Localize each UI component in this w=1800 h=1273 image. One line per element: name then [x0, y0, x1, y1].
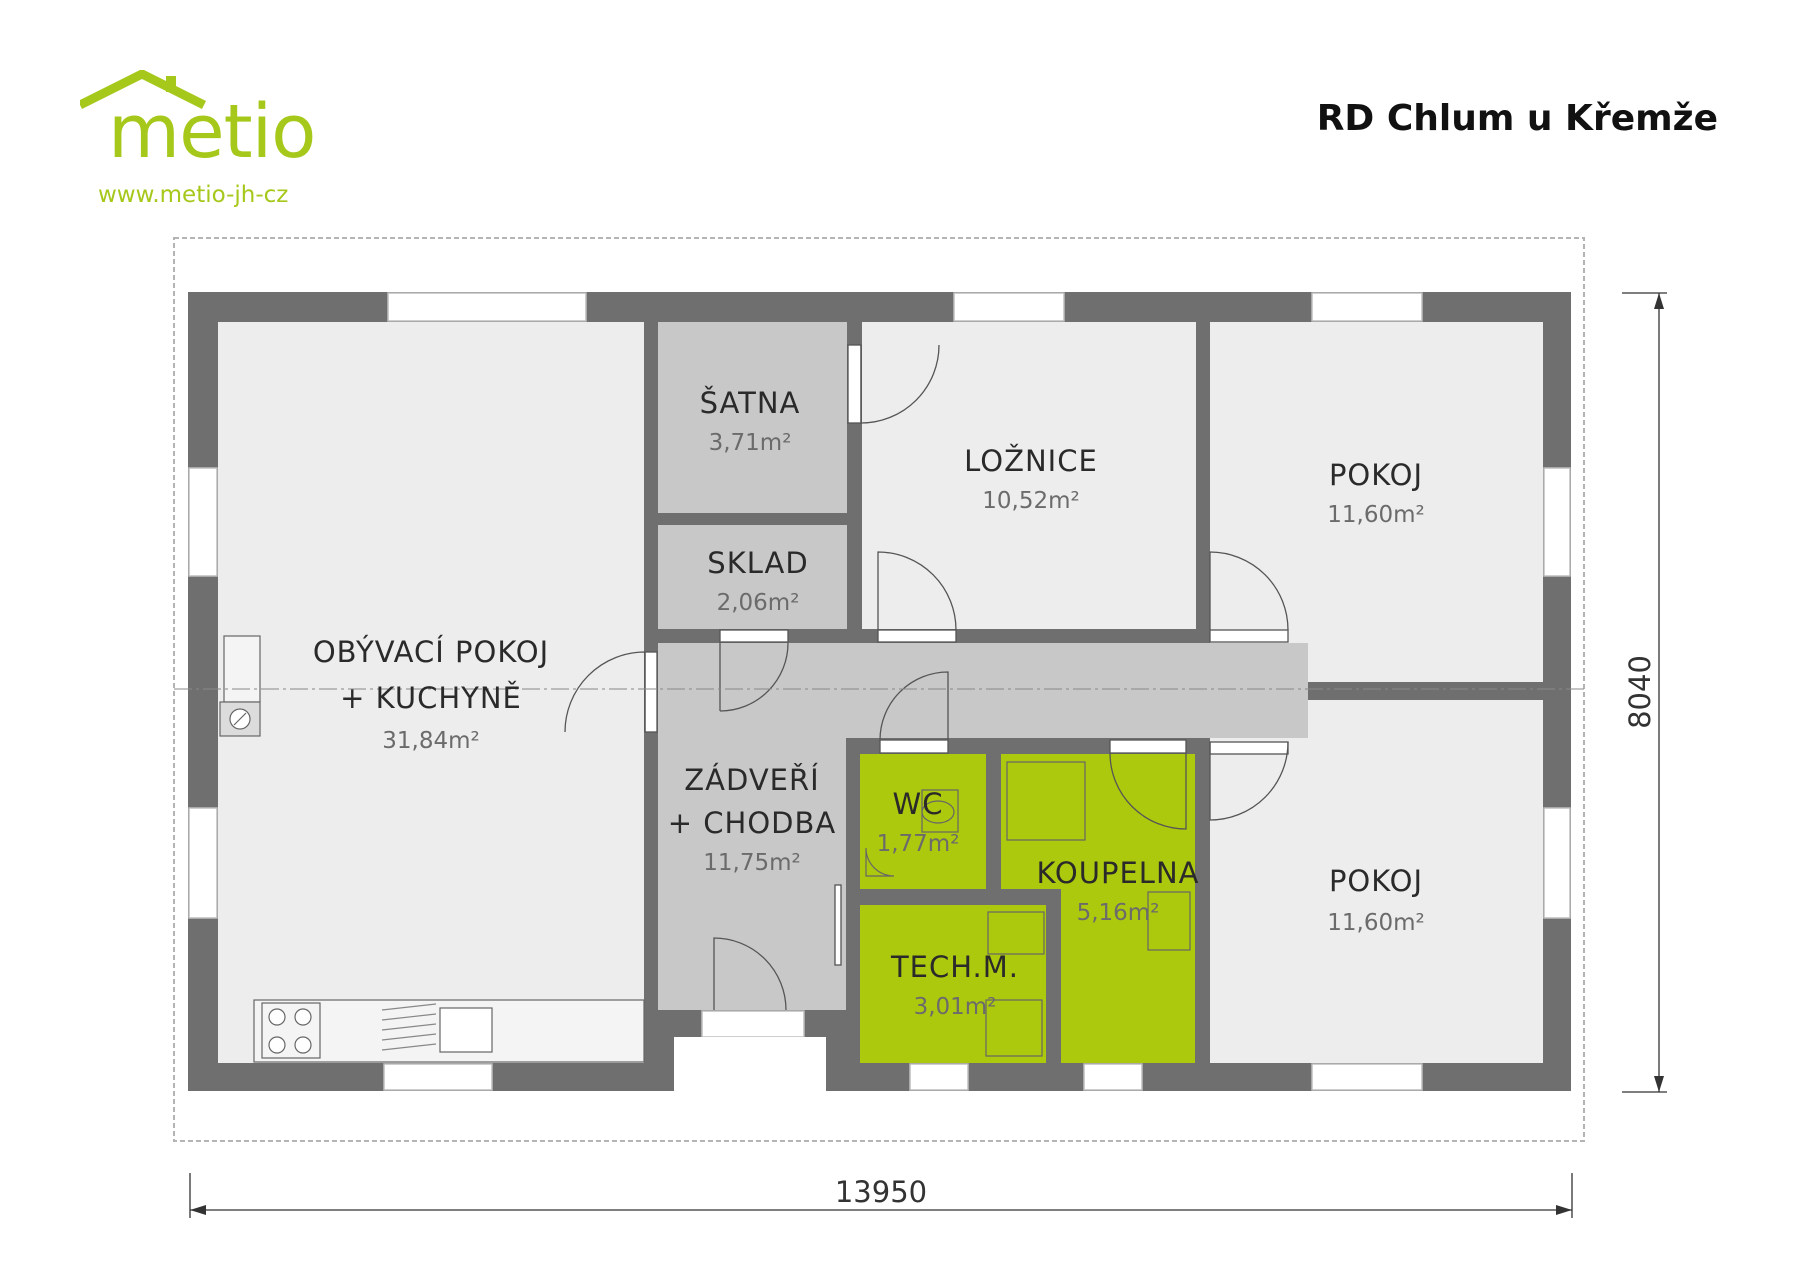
dimension-depth-label: 8040	[1623, 655, 1657, 729]
room-area: 31,84m²	[382, 728, 479, 754]
room-area: 1,77m²	[877, 831, 960, 857]
room-label-sklad: SKLAD 2,06m²	[707, 546, 808, 616]
sink-icon	[439, 1007, 493, 1053]
metio-logo	[80, 70, 207, 110]
room-name: OBÝVACÍ POKOJ	[313, 635, 549, 669]
room-name: POKOJ	[1329, 458, 1423, 492]
room-label-loznice: LOŽNICE 10,52m²	[964, 444, 1098, 514]
room-label-koupelna: KOUPELNA 5,16m²	[1037, 856, 1200, 926]
room-area: 5,16m²	[1077, 900, 1160, 926]
plot-boundary	[173, 237, 1585, 1142]
room-label-pokoj2: POKOJ 11,60m²	[1327, 864, 1424, 936]
room-name: POKOJ	[1329, 864, 1423, 898]
room-name: ZÁDVEŘÍ	[684, 763, 819, 797]
room-label-satna: ŠATNA 3,71m²	[700, 386, 801, 456]
page-title: RD Chlum u Křemže	[1316, 98, 1718, 139]
room-area: 11,75m²	[703, 850, 800, 876]
dimension-width: 13950	[189, 1173, 1573, 1218]
room-name: + KUCHYNĚ	[340, 681, 522, 715]
room-name: LOŽNICE	[964, 444, 1098, 478]
room-name: ŠATNA	[700, 386, 801, 420]
room-name: SKLAD	[707, 546, 808, 580]
room-sklad-floor	[658, 525, 847, 629]
room-name: TECH.M.	[890, 950, 1019, 984]
logo-url: www.metio-jh-cz	[98, 182, 289, 208]
doors	[564, 344, 1289, 1011]
room-label-zadveri: ZÁDVEŘÍ + CHODBA 11,75m²	[668, 763, 836, 876]
corner-sink-icon	[865, 847, 895, 877]
room-name: KOUPELNA	[1037, 856, 1200, 890]
room-koupelna-floor	[1001, 754, 1195, 1063]
entrance-step	[674, 1037, 826, 1091]
logo-wordmark: metio	[108, 89, 316, 175]
room-area: 11,60m²	[1327, 910, 1424, 936]
house-roof-icon	[80, 70, 207, 110]
dimension-depth: 8040	[1622, 292, 1667, 1093]
shower-icon	[1147, 891, 1191, 951]
room-pokoj1-floor	[1210, 322, 1543, 682]
room-label-pokoj1: POKOJ 11,60m²	[1327, 458, 1424, 528]
room-label-wc: WC 1,77m²	[877, 787, 960, 857]
room-area: 10,52m²	[982, 488, 1079, 514]
room-pokoj2-floor	[1210, 700, 1543, 1063]
room-zadveri-floor	[658, 643, 1308, 1010]
room-area: 11,60m²	[1327, 502, 1424, 528]
room-name: WC	[893, 787, 944, 821]
washer-icon	[1006, 761, 1086, 841]
room-label-obyvaci: OBÝVACÍ POKOJ + KUCHYNĚ 31,84m²	[313, 635, 549, 754]
room-loznice-floor	[862, 322, 1196, 629]
windows	[188, 292, 1571, 1091]
room-name: + CHODBA	[668, 806, 836, 840]
room-tech-floor	[860, 905, 1046, 1063]
room-area: 2,06m²	[717, 590, 800, 616]
room-area: 3,71m²	[709, 430, 792, 456]
dimension-width-label: 13950	[835, 1175, 927, 1209]
fixtures	[219, 635, 1191, 1063]
fireplace-icon	[223, 635, 261, 703]
room-satna-floor	[658, 322, 847, 513]
room-wc-floor	[860, 754, 986, 889]
room-obyvaci-floor	[218, 322, 644, 1063]
room-area: 3,01m²	[914, 994, 997, 1020]
room-label-tech: TECH.M. 3,01m²	[890, 950, 1019, 1020]
